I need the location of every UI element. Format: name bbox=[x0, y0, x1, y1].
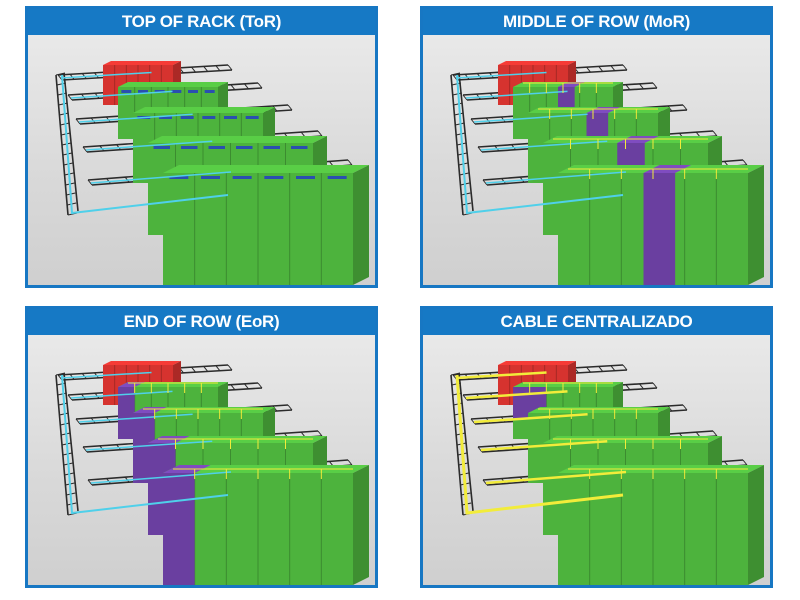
tray-cable bbox=[465, 90, 568, 99]
rack-top bbox=[133, 107, 275, 113]
panel-title: TOP OF RACK (ToR) bbox=[28, 9, 375, 35]
tray-cable bbox=[455, 371, 547, 380]
tray-cable bbox=[485, 470, 627, 485]
rack-top bbox=[103, 61, 181, 65]
tor-switch bbox=[232, 176, 252, 179]
network-rack bbox=[643, 173, 676, 285]
panel-end-of-row: END OF ROW (EoR) bbox=[25, 306, 378, 588]
rack-rows bbox=[103, 361, 369, 585]
main-cable-run bbox=[455, 71, 627, 215]
scene-middle-of-row bbox=[423, 35, 770, 285]
tor-switch bbox=[171, 90, 182, 93]
tor-switch bbox=[201, 176, 220, 179]
rack-top bbox=[498, 61, 576, 65]
eor-illustration bbox=[28, 335, 375, 585]
rack-top bbox=[163, 165, 369, 173]
tor-switch bbox=[138, 90, 148, 93]
tor-switch bbox=[204, 90, 215, 93]
tray-cable bbox=[485, 171, 627, 184]
mor-illustration bbox=[423, 35, 770, 285]
tor-switch bbox=[202, 116, 216, 119]
tray-cable bbox=[90, 171, 232, 184]
rack-row bbox=[163, 165, 369, 285]
tray-cable bbox=[480, 140, 608, 151]
tor-switch bbox=[264, 176, 284, 179]
tor-switch bbox=[327, 176, 347, 179]
scene-end-of-row bbox=[28, 335, 375, 585]
tor-switch bbox=[180, 116, 194, 119]
rack-top bbox=[118, 82, 228, 87]
tor-switch bbox=[245, 116, 259, 119]
tor-switch bbox=[263, 146, 280, 149]
tor-switch bbox=[236, 146, 253, 149]
cabling bbox=[60, 371, 353, 515]
vertical-ladder bbox=[55, 72, 79, 216]
rack-top bbox=[148, 136, 327, 143]
rack-top bbox=[498, 361, 576, 365]
scene-top-of-rack bbox=[28, 35, 375, 285]
tray-cable bbox=[70, 90, 173, 99]
tray-cable bbox=[85, 440, 213, 451]
horizontal-cabling bbox=[523, 82, 748, 179]
rack-side bbox=[748, 465, 764, 585]
rack-row bbox=[163, 465, 369, 585]
cabling bbox=[60, 71, 232, 215]
tor-switch bbox=[153, 146, 170, 149]
tray-cable bbox=[473, 413, 588, 424]
tray-cable bbox=[465, 390, 568, 400]
main-cable-run bbox=[455, 371, 627, 515]
tray-cable bbox=[455, 71, 547, 79]
panel-middle-of-row: MIDDLE OF ROW (MoR) bbox=[420, 6, 773, 288]
tor-illustration bbox=[28, 35, 375, 285]
network-rack bbox=[118, 387, 135, 439]
tray-cable bbox=[78, 113, 193, 123]
cabling bbox=[455, 371, 748, 515]
tor-switch bbox=[169, 176, 189, 179]
central-illustration bbox=[423, 335, 770, 585]
rack-row bbox=[558, 465, 764, 585]
tor-switch bbox=[291, 146, 308, 149]
panel-centralized-cabling: CABLE CENTRALIZADO bbox=[420, 306, 773, 588]
rack-top bbox=[103, 361, 181, 365]
panel-title: END OF ROW (EoR) bbox=[28, 309, 375, 335]
panel-top-of-rack: TOP OF RACK (ToR) bbox=[25, 6, 378, 288]
horizontal-cabling bbox=[523, 382, 748, 479]
panel-title: CABLE CENTRALIZADO bbox=[423, 309, 770, 335]
tor-switch bbox=[181, 146, 198, 149]
tray-cable bbox=[60, 371, 152, 379]
tray-cable bbox=[60, 71, 152, 79]
tray-cable bbox=[90, 471, 232, 484]
tray-cable bbox=[85, 140, 213, 151]
vertical-ladder bbox=[450, 72, 474, 216]
rack-row bbox=[558, 165, 764, 285]
tray-cable bbox=[480, 439, 608, 452]
tor-switch bbox=[224, 116, 237, 119]
main-cable-run bbox=[60, 71, 232, 215]
cabling bbox=[455, 71, 748, 215]
tor-switch bbox=[121, 90, 132, 93]
tray-cable bbox=[70, 390, 173, 399]
rack-side bbox=[353, 165, 369, 285]
tor-switch bbox=[188, 90, 198, 93]
tor-switch bbox=[208, 146, 225, 149]
rack-side bbox=[353, 465, 369, 585]
horizontal-cabling bbox=[128, 382, 353, 479]
rack-rows bbox=[103, 61, 369, 285]
tor-switch bbox=[159, 116, 172, 119]
main-cable-run bbox=[60, 371, 232, 515]
panel-title: MIDDLE OF ROW (MoR) bbox=[423, 9, 770, 35]
tray-cable bbox=[473, 113, 588, 123]
rack-side bbox=[748, 165, 764, 285]
tray-cable bbox=[78, 413, 193, 423]
network-rack bbox=[163, 473, 195, 585]
scene-centralized-cabling bbox=[423, 335, 770, 585]
tor-switch bbox=[296, 176, 315, 179]
